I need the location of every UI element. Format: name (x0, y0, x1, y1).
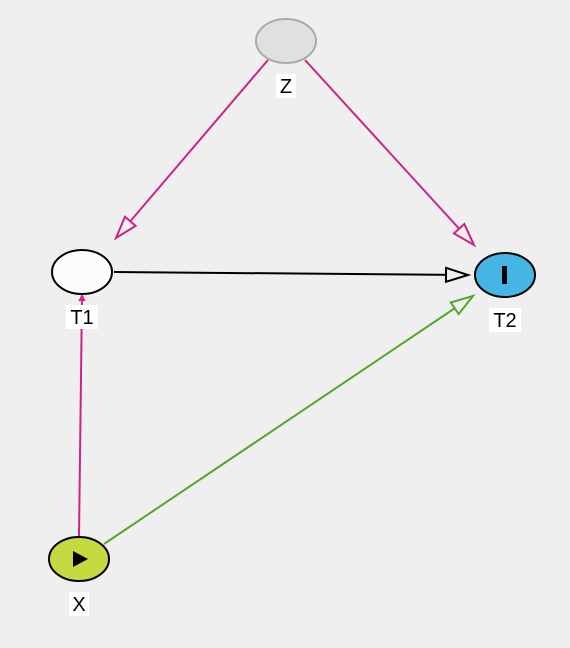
edges-layer (78, 59, 477, 545)
edge-z-to-t1[interactable] (115, 59, 269, 239)
node-z-ellipse[interactable] (255, 18, 317, 64)
node-t2-label-bg (489, 308, 521, 332)
edge-z-to-t2[interactable] (304, 59, 475, 246)
arrowhead-x-to-t1 (78, 293, 86, 302)
node-x-label-bg (69, 592, 89, 616)
arrowhead-z-to-t2 (452, 222, 477, 248)
node-x-label: X (72, 594, 85, 616)
outcome-bar-icon (502, 266, 507, 284)
arrowhead-t1-to-t2 (444, 266, 472, 284)
edge-x-to-t1[interactable] (78, 295, 83, 538)
node-t1[interactable]: T1 (51, 249, 113, 329)
arrowhead-z-to-t1 (113, 215, 138, 241)
arrowhead-x-to-t2 (449, 294, 476, 316)
node-t1-label: T1 (70, 307, 93, 329)
node-z-label-bg (276, 74, 296, 98)
edge-x-to-t2[interactable] (103, 295, 474, 545)
node-x[interactable]: X (48, 536, 110, 616)
play-triangle-icon (73, 551, 88, 567)
node-z-label: Z (280, 76, 292, 98)
edge-t1-to-t2[interactable] (113, 271, 469, 276)
node-t1-label-bg (66, 305, 98, 329)
node-t1-ellipse[interactable] (51, 249, 113, 295)
node-z[interactable]: Z (255, 18, 317, 98)
node-t2[interactable]: T2 (474, 252, 536, 332)
node-t2-label: T2 (493, 310, 516, 332)
